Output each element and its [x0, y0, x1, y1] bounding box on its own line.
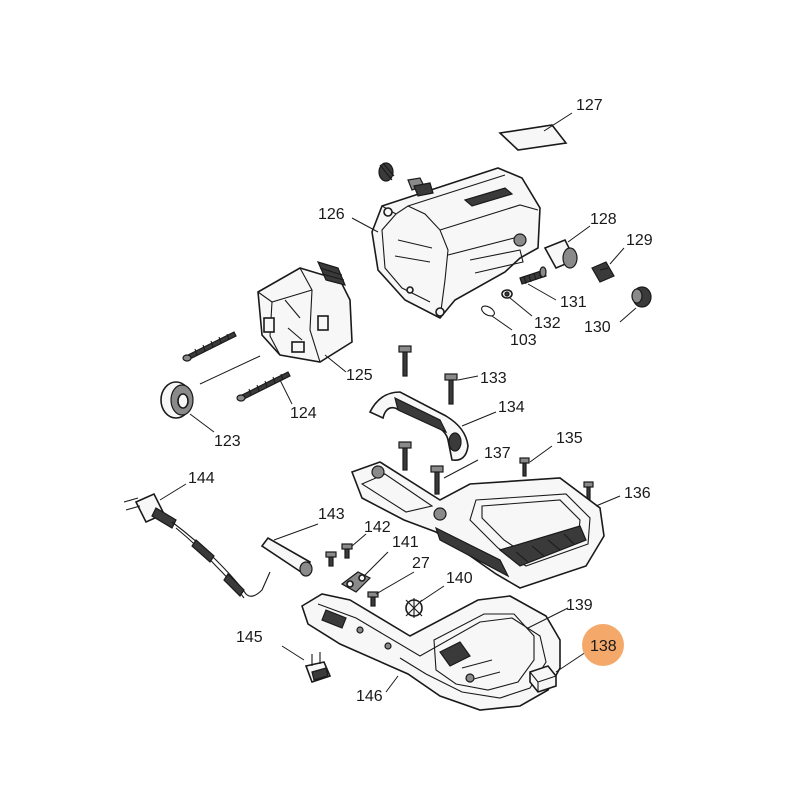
part-136-base-plate	[350, 461, 621, 589]
label-137: 137	[484, 445, 511, 462]
part-126-motor-housing	[351, 167, 541, 320]
label-27: 27	[412, 555, 430, 572]
label-140: 140	[446, 570, 473, 587]
part-brush-cap-left	[378, 162, 434, 197]
part-145-terminal	[281, 645, 332, 684]
label-146: 146	[356, 688, 383, 705]
label-142: 142	[364, 519, 391, 536]
label-135: 135	[556, 430, 583, 447]
label-103: 103	[510, 332, 537, 349]
part-146-lower-housing	[301, 593, 561, 711]
label-139: 139	[566, 597, 593, 614]
label-133: 133	[480, 370, 507, 387]
part-138-block	[529, 651, 587, 693]
label-138: 138	[590, 638, 617, 655]
part-144-power-cord	[123, 483, 271, 599]
part-143-cord-guard	[260, 523, 319, 577]
part-124-screws	[182, 331, 293, 405]
label-128: 128	[590, 211, 617, 228]
part-137-screws	[398, 441, 479, 495]
label-130: 130	[584, 319, 611, 336]
highlight-marker-138	[582, 624, 624, 666]
part-130-brush-cap	[619, 286, 652, 323]
part-133-screws	[398, 345, 479, 405]
part-132-washer	[501, 289, 533, 317]
part-142-screws	[325, 533, 367, 567]
label-125: 125	[346, 367, 373, 384]
part-131-screw	[519, 266, 557, 301]
part-123-bearing	[160, 381, 215, 433]
label-141: 141	[392, 534, 419, 551]
part-140-switch	[405, 585, 445, 618]
part-129-carbon-brush	[591, 247, 625, 283]
label-143: 143	[318, 506, 345, 523]
label-136: 136	[624, 485, 651, 502]
label-127: 127	[576, 97, 603, 114]
label-145: 145	[236, 629, 263, 646]
part-103-clip	[481, 305, 513, 331]
label-131: 131	[560, 294, 587, 311]
leader-139	[527, 607, 569, 629]
label-124: 124	[290, 405, 317, 422]
part-125-stator	[257, 261, 353, 373]
part-127-label-plate	[498, 112, 573, 151]
label-134: 134	[498, 399, 525, 416]
label-126: 126	[318, 206, 345, 223]
label-132: 132	[534, 315, 561, 332]
label-123: 123	[214, 433, 241, 450]
part-134-handle	[368, 391, 497, 462]
label-129: 129	[626, 232, 653, 249]
part-27-screw	[367, 571, 415, 607]
part-128-brush-holder	[543, 225, 591, 270]
label-144: 144	[188, 470, 215, 487]
part-141-cord-clamp	[340, 551, 389, 593]
